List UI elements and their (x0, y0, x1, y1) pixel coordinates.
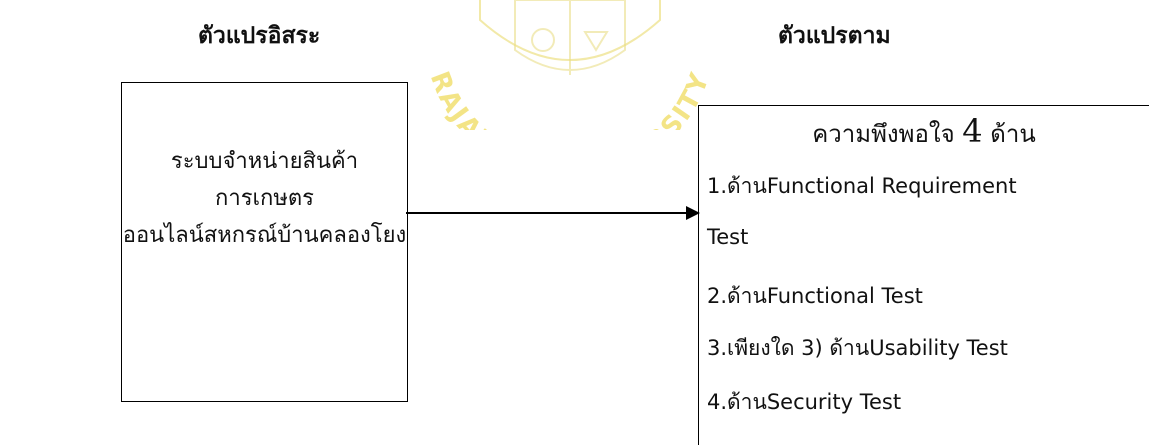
watermark-text: RAJAPRUK UNIVERSITY (424, 68, 714, 130)
independent-variable-box: ระบบจำหน่ายสินค้าการเกษตร ออนไลน์สหกรณ์บ… (121, 82, 408, 402)
title-number: 4 (962, 112, 983, 150)
dependent-item-3: 3.เพียงใด 3) ด้านUsability Test (707, 336, 1008, 360)
dependent-item-1: 1.ด้านFunctional Requirement (707, 174, 1017, 198)
dependent-item-2: 2.ด้านFunctional Test (707, 284, 923, 308)
independent-line-1: ระบบจำหน่ายสินค้าการเกษตร (170, 149, 359, 211)
arrow-connector (406, 206, 700, 220)
arrow-head-icon (686, 206, 700, 220)
dependent-item-4: 4.ด้านSecurity Test (707, 390, 902, 414)
seal-shield-icon (514, 0, 626, 75)
dependent-item-1-cont: Test (707, 225, 749, 249)
independent-variable-text: ระบบจำหน่ายสินค้าการเกษตร ออนไลน์สหกรณ์บ… (122, 143, 407, 254)
independent-line-2: ออนไลน์สหกรณ์บ้านคลองโยง (122, 223, 407, 248)
dependent-variable-box: ความพึงพอใจ 4 ด้าน 1.ด้านFunctional Requ… (698, 105, 1149, 445)
title-suffix: ด้าน (990, 120, 1036, 148)
title-prefix: ความพึงพอใจ (812, 120, 955, 148)
dependent-variable-heading: ตัวแปรตาม (778, 23, 891, 49)
dependent-box-title: ความพึงพอใจ 4 ด้าน (699, 112, 1149, 153)
svg-text:RAJAPRUK UNIVERSITY: RAJAPRUK UNIVERSITY (424, 68, 716, 130)
independent-variable-heading: ตัวแปรอิสระ (198, 23, 321, 49)
